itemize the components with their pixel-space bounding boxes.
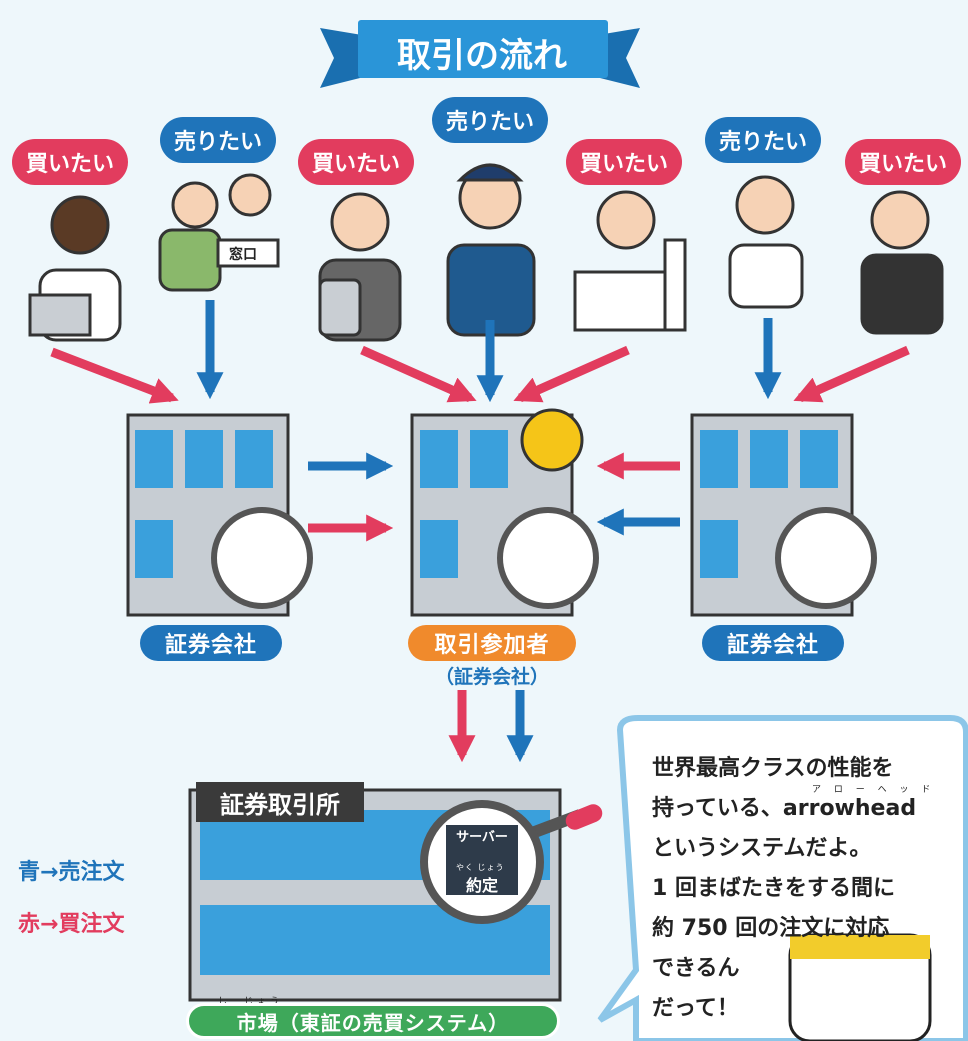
participant-label: 取引参加者: [408, 625, 576, 661]
man-with-computer-icon: [573, 190, 687, 332]
title-banner: [320, 20, 640, 88]
exchange-building: [188, 788, 603, 1002]
banner-title: 取引の流れ: [397, 36, 567, 76]
speech-line: できるん: [652, 956, 740, 981]
legend-blue: 青→売注文: [18, 854, 124, 886]
speech-line: 世界最高クラスの性能を: [652, 756, 894, 781]
right-broker-label: 証券会社: [702, 625, 844, 661]
elderly-customer-icon: [158, 173, 280, 292]
server-icon: [446, 825, 518, 895]
market-ruby: し じょう: [218, 997, 284, 1007]
legend-red-key: 赤: [18, 912, 41, 937]
trader-figures: [28, 163, 944, 342]
trader-bubble-sell: 売りたい: [160, 117, 276, 163]
legend-blue-key: 青: [18, 860, 41, 885]
doctor-person-icon: [28, 195, 122, 342]
exchange-label: 証券取引所: [196, 782, 364, 822]
award-badge-icon: [520, 408, 584, 472]
speech-line: 1 回まばたきをする間に: [652, 876, 895, 901]
trader-bubble-sell: 売りたい: [705, 117, 821, 163]
order-arrows: [50, 300, 910, 763]
speech-line: 持っている、arrowhead: [652, 796, 917, 821]
woman-smartphone-icon: [860, 190, 944, 335]
officer-person-icon: [446, 163, 536, 337]
left-broker-building: [126, 413, 313, 617]
broker-buildings: [126, 408, 877, 617]
execution-label: 約定: [465, 876, 498, 895]
server-label: サーバー: [456, 830, 508, 845]
trader-bubble-sell: 売りたい: [432, 97, 548, 143]
trader-bubble-buy: 買いたい: [845, 139, 961, 185]
legend-red: 赤→買注文: [18, 906, 124, 938]
legend-red-arrow: →: [40, 912, 59, 937]
woman-phone-icon: [728, 175, 804, 309]
mascot-icon: [788, 933, 932, 1041]
left-broker-label: 証券会社: [140, 625, 282, 661]
trader-bubble-buy: 買いたい: [12, 139, 128, 185]
arrowhead-ruby: ア ロ ー ヘ ッ ド: [812, 785, 936, 795]
center-broker-building: [410, 408, 599, 617]
legend-blue-arrow: →: [40, 860, 59, 885]
speech-line: 約 750 回の注文に対応: [652, 916, 890, 941]
businessman-tablet-icon: [318, 192, 402, 342]
market-label: 市場（東証の売買システム）: [186, 1003, 560, 1039]
participant-sub-label: （証券会社）: [434, 666, 549, 688]
trader-bubble-buy: 買いたい: [298, 139, 414, 185]
speech-line: だって！: [652, 996, 739, 1021]
legend-red-value: 買注文: [58, 912, 125, 937]
trader-bubble-buy: 買いたい: [566, 139, 682, 185]
counter-sign: 窓口: [229, 247, 257, 263]
speech-line: というシステムだよ。: [652, 836, 872, 861]
legend-blue-value: 売注文: [58, 860, 125, 885]
execution-ruby: やく じょう: [456, 863, 505, 872]
right-broker-building: [690, 413, 877, 617]
